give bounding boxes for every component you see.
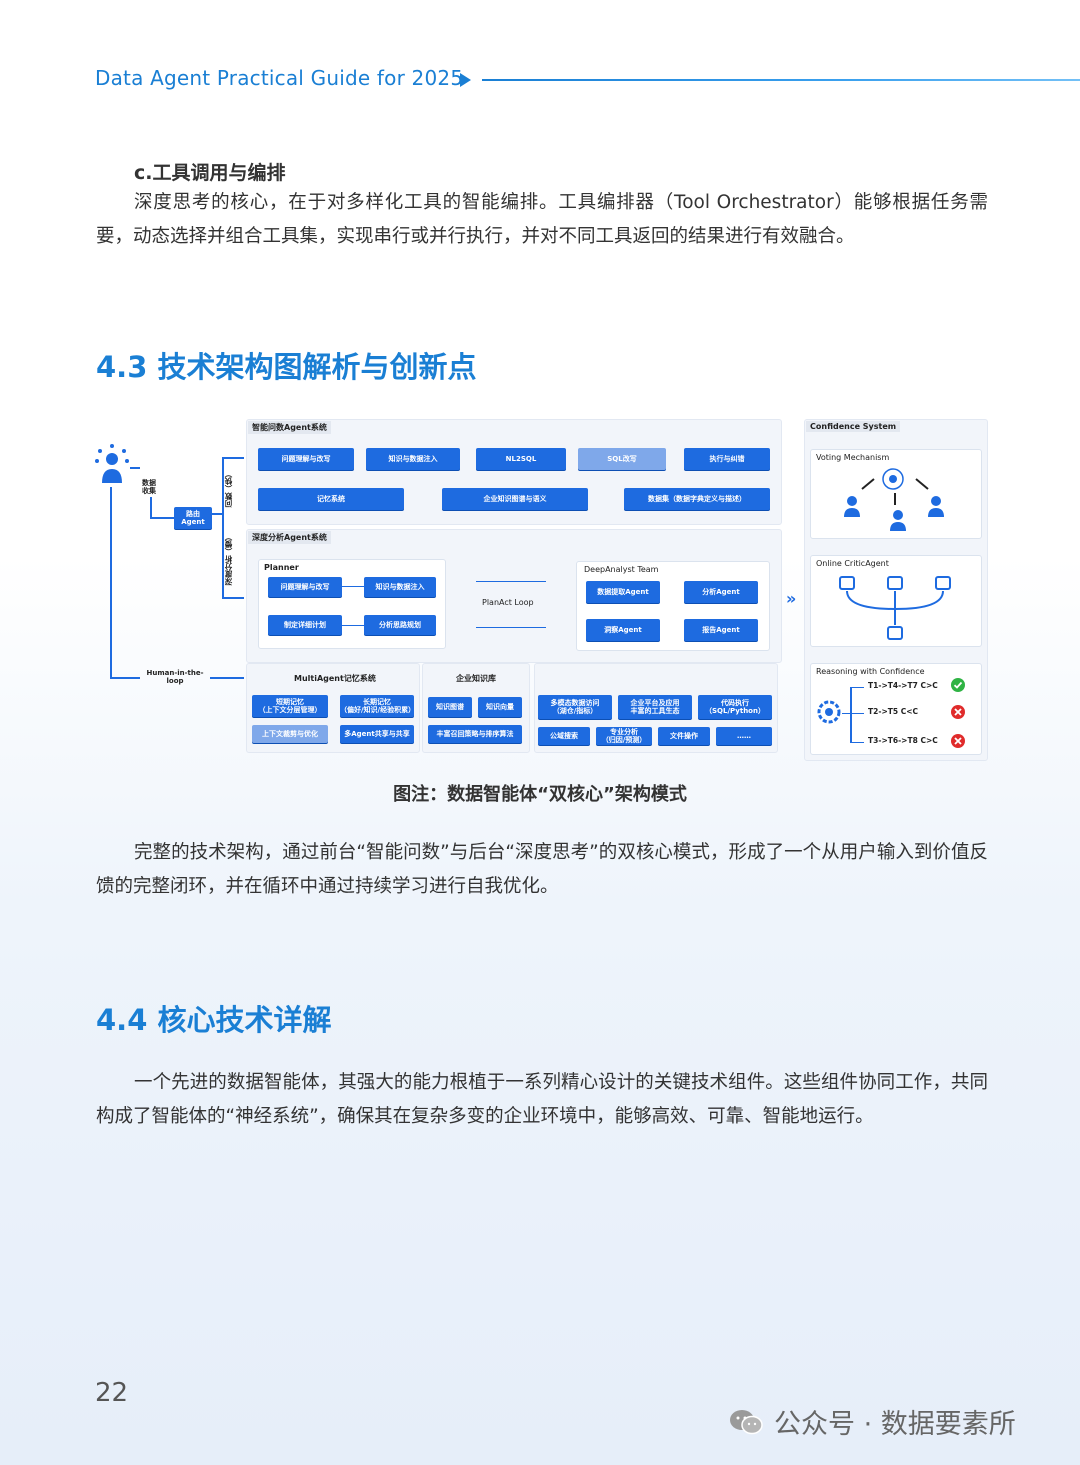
watermark-text: 公众号 · 数据要素所 [774,1409,1016,1440]
smart-query-label: 智能问数Agent系统 [248,421,331,434]
paragraph-tool-orchestration: 深度思考的核心，在于对多样化工具的智能编排。工具编排器（Tool Orchest… [96,192,988,247]
memory-item-3: 上下文裁剪与优化 [252,725,328,743]
cross-icon [951,705,965,719]
page-number: 22 [95,1378,129,1408]
zn-box-4: SQL改写 [578,448,666,470]
watermark: 公众号 · 数据要素所 [728,1402,1016,1441]
kb-item-1: 知识图谱 [428,697,472,717]
tool-item-3: 代码执行 （SQL/Python） [698,695,772,719]
tool-item-2: 企业平台及应用 丰富的工具生态 [618,695,692,719]
router-agent-box: 路由 Agent [174,507,212,529]
human-in-the-loop-label: Human-in-the-loop [146,669,204,685]
route-deep-label: 深度分析（慢） [224,533,233,586]
zn-box-6: 记忆系统 [258,488,404,510]
kb-item-3: 丰富召回策略与排序算法 [428,725,522,743]
deep-analysis-label: 深度分析Agent系统 [248,531,331,544]
kb-label: 企业知识库 [456,674,496,683]
team-item-3: 洞察Agent [586,619,660,641]
planner-item-2: 知识与数据注入 [364,577,436,597]
check-icon [951,678,965,692]
memory-item-4: 多Agent共享与共享 [340,725,414,743]
paragraph-architecture: 完整的技术架构，通过前台“智能问数”与后台“深度思考”的双核心模式，形成了一个从… [96,842,988,897]
section-title-4-3: 4.3 技术架构图解析与创新点 [96,350,477,384]
tool-item-6: 文件操作 [658,727,710,745]
zn-box-2: 知识与数据注入 [366,448,460,470]
header-rule [482,79,1080,81]
header-arrow-icon [460,73,471,87]
planner-label: Planner [264,563,299,572]
deepanalyst-team-label: DeepAnalyst Team [584,565,659,574]
memory-item-1: 短期记忆 （上下文分层管理） [252,695,328,717]
team-item-4: 报告Agent [684,619,758,641]
subheading-tool-orchestration: c.工具调用与编排 [134,162,286,184]
zn-box-8: 数据集（数据字典定义与描述） [624,488,770,510]
zn-box-3: NL2SQL [476,448,566,470]
zn-box-7: 企业知识图谱与语义 [442,488,588,510]
voting-people-icon [844,468,944,531]
planner-panel [258,559,446,649]
team-item-2: 分析Agent [684,581,758,603]
reasoning-label: Reasoning with Confidence [816,667,925,676]
chevron-right-icon: » [786,589,797,608]
memory-label: MultiAgent记忆系统 [294,674,376,683]
voting-label: Voting Mechanism [816,453,890,462]
paragraph-core-tech: 一个先进的数据智能体，其强大的能力根植于一系列精心设计的关键技术组件。这些组件协… [96,1072,988,1127]
tool-item-7: …… [716,727,772,745]
zn-box-5: 执行与纠错 [684,448,770,470]
planner-item-1: 问题理解与改写 [268,577,342,597]
path-3: T3->T6->T8 C>C [868,736,938,745]
critic-label: Online CriticAgent [816,559,889,568]
critic-agents-icon [839,576,951,640]
planner-item-3: 制定详细计划 [268,615,342,635]
zn-box-1: 问题理解与改写 [258,448,354,470]
route-fast-label: 问数（快） [224,470,233,508]
cross-icon [951,734,965,748]
tool-item-1: 多模态数据访问 （湖仓/指标） [538,695,612,719]
team-item-1: 数据提取Agent [586,581,660,603]
path-1: T1->T4->T7 C>C [868,681,938,690]
architecture-diagram: 数据 收集 路由 Agent 问数（快） 深度分析（慢） Human-in-th… [92,415,992,765]
planact-loop-label: PlanAct Loop [482,598,534,607]
figure-caption: 图注：数据智能体“双核心”架构模式 [393,784,687,805]
header-title: Data Agent Practical Guide for 2025 [95,66,464,90]
tool-item-5: 专业分析 （归因/预测） [596,727,652,745]
data-collect-label: 数据 收集 [142,479,156,495]
planner-item-4: 分析思路规划 [364,615,436,635]
memory-item-2: 长期记忆 （偏好/知识/经验积累） [340,695,415,717]
tool-item-4: 公域搜索 [538,727,590,745]
section-title-4-4: 4.4 核心技术详解 [96,1003,332,1037]
confidence-label: Confidence System [806,421,901,432]
brain-gear-icon [817,700,841,724]
kb-item-2: 知识向量 [478,697,522,717]
critic-panel [810,555,982,647]
path-2: T2->T5 C<C [868,707,918,716]
wechat-icon [730,1409,763,1434]
user-icon [95,444,129,483]
